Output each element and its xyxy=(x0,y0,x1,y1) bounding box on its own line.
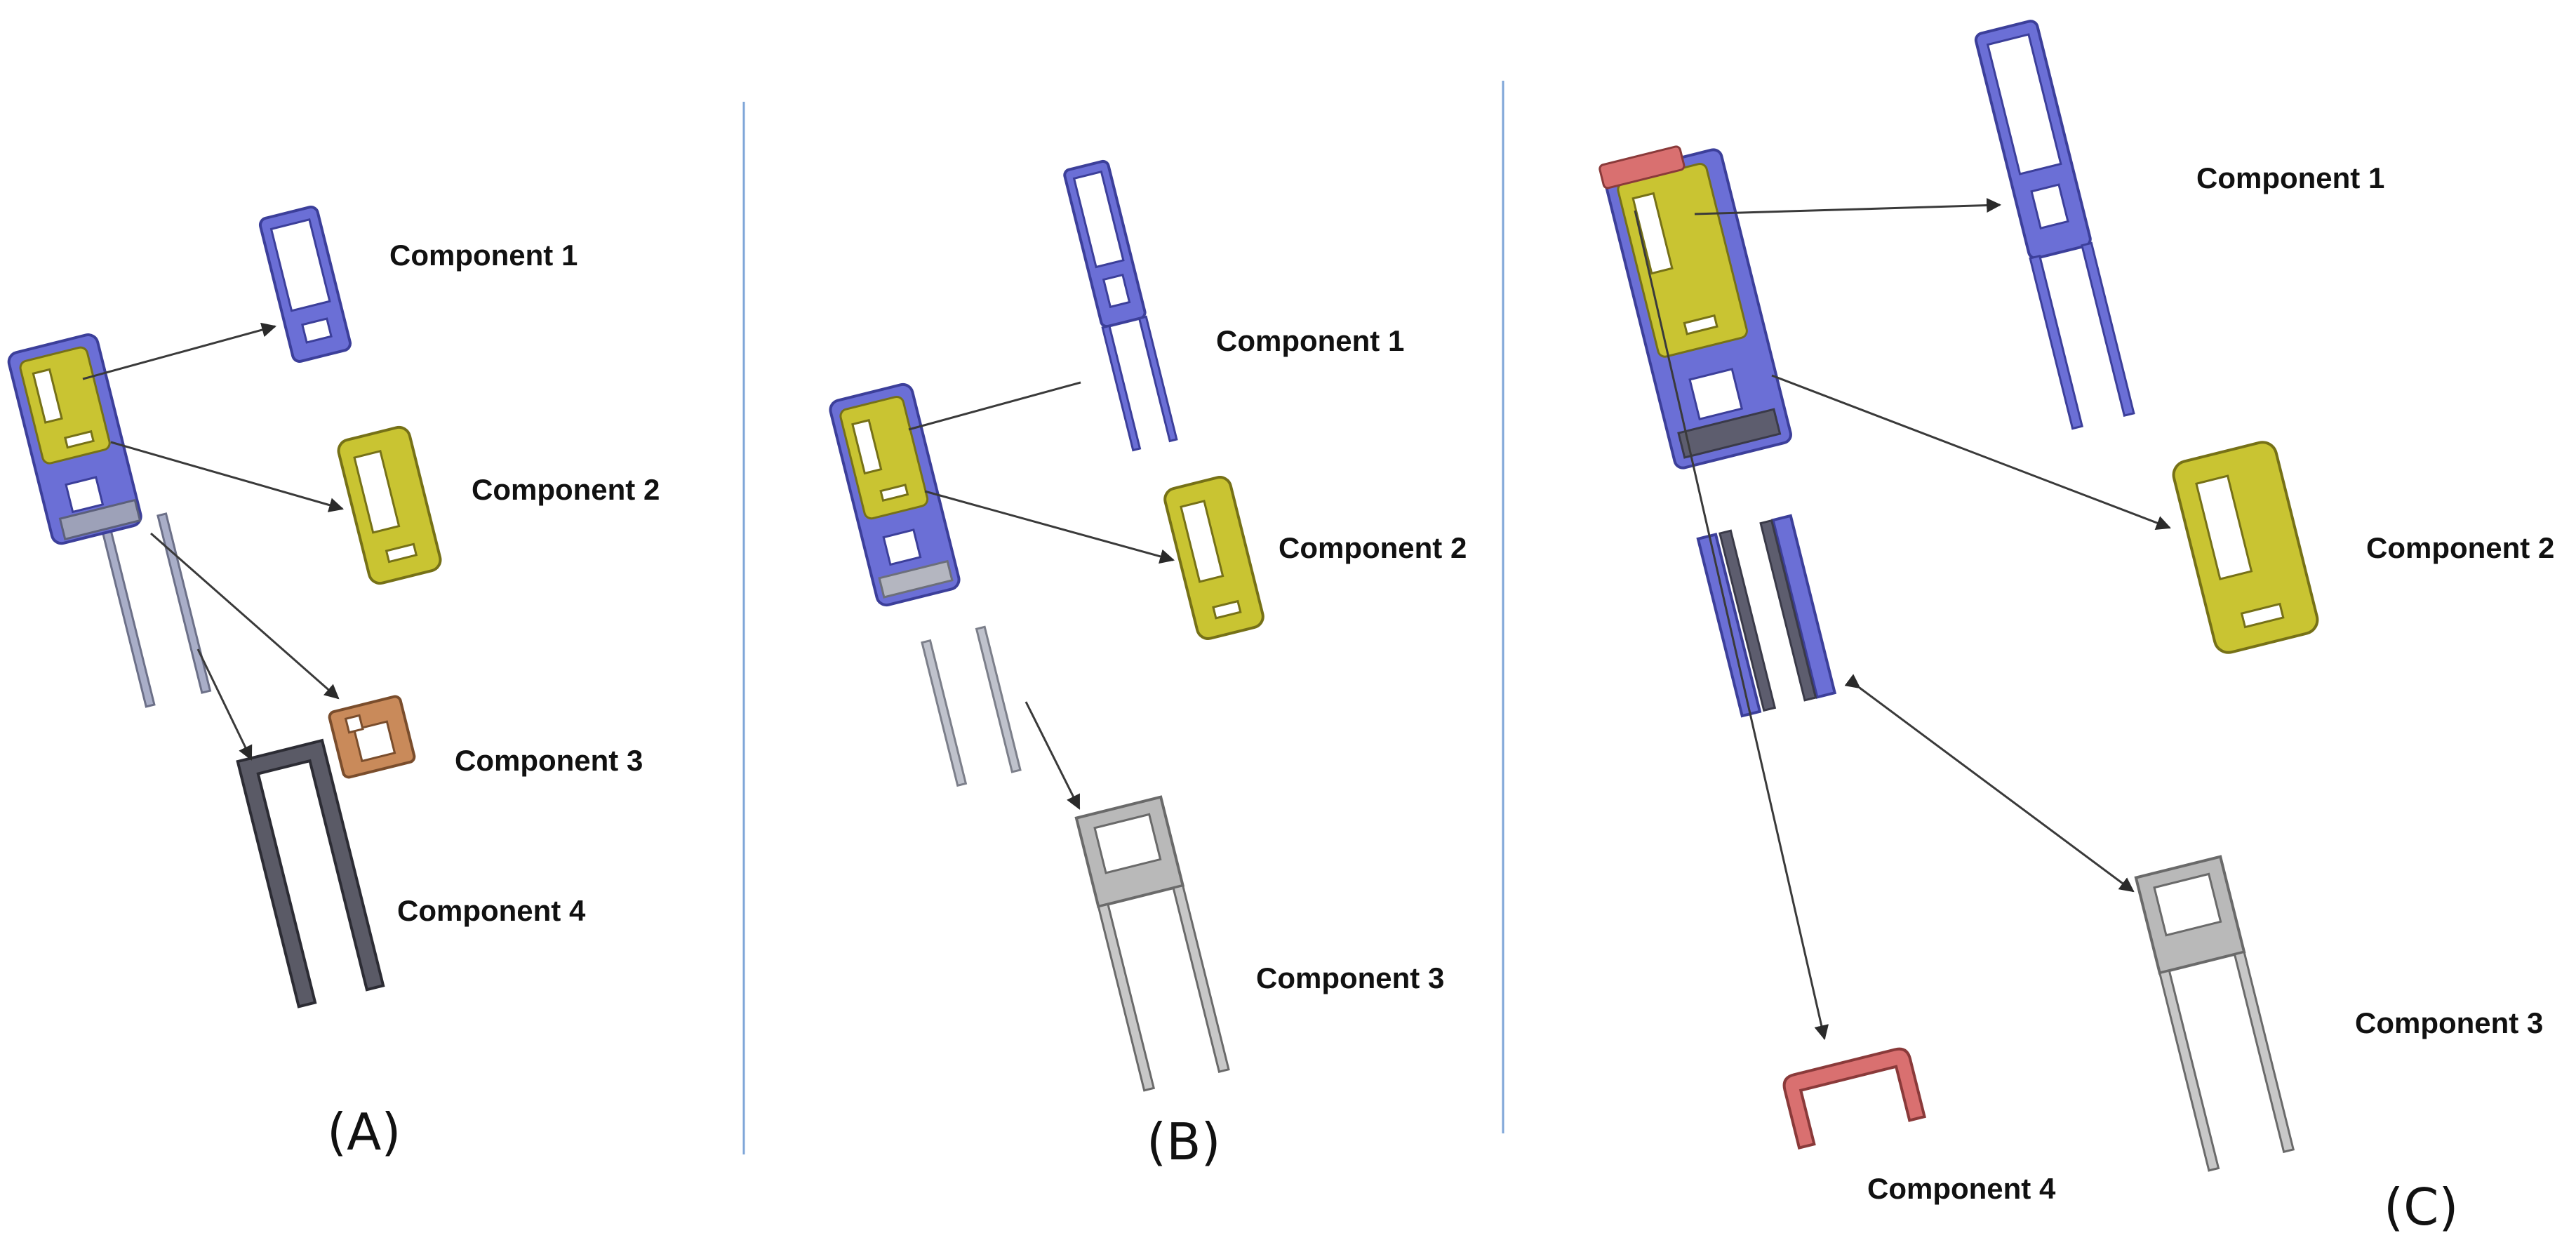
component-2-part xyxy=(1163,476,1264,640)
component-label: Component 2 xyxy=(472,473,660,506)
component-label: Component 4 xyxy=(397,894,586,927)
component-1-part xyxy=(1974,20,2135,430)
component-2-part xyxy=(337,425,442,585)
component-label: Component 2 xyxy=(2366,531,2554,564)
component-1-part xyxy=(1063,159,1178,452)
component-label: Component 1 xyxy=(1216,324,1404,357)
assembly-c xyxy=(1599,145,1837,718)
arrow xyxy=(1025,701,1081,810)
component-4-part xyxy=(236,738,385,1008)
component-label: Component 3 xyxy=(1256,961,1444,994)
component-1-part xyxy=(258,206,352,363)
component-4-part xyxy=(1782,1047,1926,1150)
arrow xyxy=(110,441,345,512)
panel-label: (C) xyxy=(2384,1178,2458,1237)
assembly-b xyxy=(829,382,1022,787)
panel-a: Component 1 Component 2 Component 3 Comp… xyxy=(7,206,660,1161)
component-label: Component 1 xyxy=(389,239,578,272)
arrow xyxy=(1694,198,2002,215)
arrow xyxy=(1844,674,2135,893)
component-3-part xyxy=(1074,795,1230,1092)
component-label: Component 2 xyxy=(1279,531,1467,564)
arrow xyxy=(150,532,340,700)
component-3-part xyxy=(328,695,416,779)
assembly-a xyxy=(7,333,212,708)
component-3-part xyxy=(2134,855,2295,1172)
arrow xyxy=(1771,374,2171,531)
panel-b: Component 1 Component 2 Component 3 (B) xyxy=(829,159,1467,1171)
panel-label: (B) xyxy=(1147,1112,1221,1171)
component-label: Component 3 xyxy=(455,744,643,777)
component-2-part xyxy=(2172,441,2319,654)
arrow xyxy=(82,322,277,380)
arrow xyxy=(1634,210,1829,1041)
panel-c: Component 1 Component 2 Component 3 Comp… xyxy=(1599,20,2554,1237)
arrow xyxy=(196,648,253,761)
component-label: Component 3 xyxy=(2355,1006,2543,1039)
component-label: Component 4 xyxy=(1867,1172,2056,1205)
arrow xyxy=(924,490,1175,564)
component-label: Component 1 xyxy=(2196,161,2384,194)
panel-label: (A) xyxy=(327,1103,401,1161)
arrow xyxy=(908,381,1081,431)
